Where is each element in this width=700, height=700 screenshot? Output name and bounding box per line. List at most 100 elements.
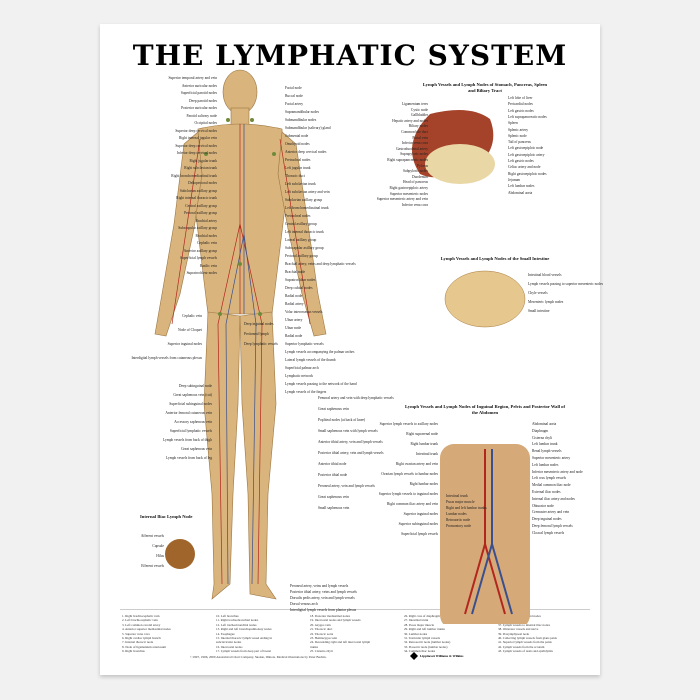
right-arm: [154, 131, 203, 337]
label: Obturator node: [532, 503, 554, 508]
label: Capsule: [152, 544, 164, 548]
label: Promontory node: [446, 524, 472, 528]
label: Gastroduodenal artery: [395, 146, 428, 151]
diamond-logo-icon: [410, 652, 418, 660]
legend-item: 40. Collecting lymph vessels from glans …: [498, 636, 557, 641]
label: Right lumbar nodes: [409, 482, 438, 486]
label: Cloacal lymph vessels: [532, 530, 565, 535]
label: Small saphenous vein with lymph vessels: [318, 429, 378, 433]
label: Superior inguinal nodes: [403, 512, 438, 516]
label: Left lobe of liver: [508, 96, 533, 100]
arteries: [171, 124, 311, 585]
label: Intestinal blood vessels: [528, 273, 562, 277]
label: Superficial parotid nodes: [180, 91, 217, 95]
label: Superficial subinguinal nodes: [169, 402, 212, 406]
label: Brachial artery, veins and deep lymphati…: [285, 262, 356, 266]
label: Hepatic artery and nodes: [392, 118, 428, 123]
label: Facial artery: [285, 102, 304, 106]
label: Anterior auricular nodes: [181, 83, 217, 88]
label: Pectoral axillary group: [184, 211, 217, 215]
legend-item: 11. Right tracheobronchial nodes: [216, 618, 259, 623]
legend-item: 23. Hemiazygos vein: [310, 636, 337, 641]
label: Left lumbar trunk: [532, 442, 558, 447]
label: Ligamentum teres: [401, 102, 428, 106]
left-arm: [277, 131, 327, 337]
label: Superior temporal artery and vein: [168, 76, 218, 80]
label: Popliteal nodes (at back of knee): [318, 418, 366, 422]
internal-iliac-node-illustration: [165, 539, 195, 569]
label: Deep lymphatic vessels: [244, 342, 278, 346]
label: Portal vein: [412, 135, 428, 140]
label: Superficial lymph vessels: [401, 532, 438, 536]
small-intestine-illustration: [444, 270, 526, 328]
label: Intestinal trunk: [416, 452, 438, 456]
label: Cephalic vein: [197, 241, 217, 245]
label: Pretracheal nodes: [285, 158, 311, 162]
copyright: ©1997, 1996, 2000 Anatomical Chart Compa…: [190, 655, 327, 659]
legend-item: 20. Azygos vein: [310, 622, 331, 627]
label: Retroaortic node: [446, 518, 471, 522]
label: Inferior vena cava: [401, 141, 428, 146]
label: Deep inguinal nodes: [244, 322, 274, 326]
label: Lymph vessels passing to superior mesent…: [528, 282, 604, 286]
inguinal-section-title: Lymph Vessels and Lymph Nodes of Inguina…: [405, 404, 566, 415]
legend-item: 31. Testicular lymph vessels: [404, 636, 441, 641]
legend-item: 2. Left brachiocephalic vein: [122, 618, 158, 623]
label: Anterior tibial node: [318, 462, 347, 466]
label: Right and left lumbar trunks: [446, 506, 487, 510]
legend-item: 6. Right cardiac lymph branch: [122, 636, 161, 641]
label: Common bile duct: [401, 130, 428, 134]
label: Anterior axillary group: [183, 248, 217, 253]
label: Parotid salivary node: [186, 113, 217, 118]
label: Great saphenous vein (cut): [173, 393, 212, 397]
label: Left gastric nodes: [508, 108, 534, 113]
legend-item: 39. Presymphyseal node: [498, 631, 530, 636]
left-leg: [239, 311, 277, 600]
legend-item: 19. Intercostal nodes and lymph vessels: [310, 618, 361, 623]
legend-item: trunks: [310, 644, 318, 649]
label: Right gastroepiploic nodes: [508, 171, 547, 176]
label: Right bronchomediastinal trunk: [171, 173, 217, 178]
label: Superficial lymph vessels: [180, 256, 217, 260]
label: Subclavian axillary group: [179, 188, 217, 193]
label: Superior deep cervical nodes: [175, 143, 217, 148]
label: Biliary nodes: [408, 124, 428, 129]
legend-item: 22. Thoracic aorta: [310, 631, 334, 636]
legend-item: 12. Left tracheobronchial nodes: [216, 622, 257, 627]
legend-item: 29. Right and left lumbar trunks: [404, 627, 445, 632]
legend-item: 1. Right brachiocephalic vein: [122, 614, 160, 618]
label: Jejunum: [508, 177, 521, 182]
label: Facial node: [285, 86, 302, 90]
label: Efferent vessels: [141, 564, 164, 568]
label: Psoas major muscle: [446, 500, 475, 504]
label: Splenic node: [508, 133, 527, 138]
legend-item: 34. Common iliac nodes: [404, 649, 436, 654]
label: Deep subinguinal node: [178, 384, 212, 388]
label: Ovarian lymph vessels to lumbar nodes: [381, 472, 438, 476]
label: Superior deep cervical nodes: [175, 128, 217, 133]
intestine-section-title: Lymph Vessels and Lymph Nodes of the Sma…: [440, 256, 550, 261]
label: Ulnar artery: [285, 318, 303, 322]
page-title: THE LYMPHATIC SYSTEM: [132, 39, 568, 72]
legend-item: 27. Intestinal trunk: [404, 618, 429, 623]
label: Ulnar node: [285, 326, 302, 330]
label: Right jugular trunk: [189, 158, 217, 163]
label: Radial node: [285, 334, 303, 338]
legend-item: 10. Left bronchus: [216, 614, 239, 618]
legend-item: 14. Esophagus: [216, 631, 235, 636]
label: Pylorus: [417, 163, 428, 168]
label: Lymph vessels of the fingers: [285, 390, 327, 394]
lymph-nodes: [204, 118, 276, 316]
label: Inferior vena cava: [401, 202, 428, 207]
label: Lumbar nodes: [446, 512, 467, 516]
label: Lymph vessels accompanying the palmar ar…: [285, 350, 355, 354]
legend-item: 15. Internal thoracic lymph vessel endin…: [216, 636, 273, 641]
label: Omohyoid nodes: [285, 142, 310, 146]
label: Lymph vessels from back of thigh: [162, 438, 212, 442]
label: Suprapyloric nodes: [400, 152, 428, 157]
legend-item: 25. Cisterna chyli: [310, 649, 333, 654]
label: Right internal thoracic trunk: [176, 196, 217, 200]
label: Right gastroepiploic artery: [389, 186, 428, 190]
